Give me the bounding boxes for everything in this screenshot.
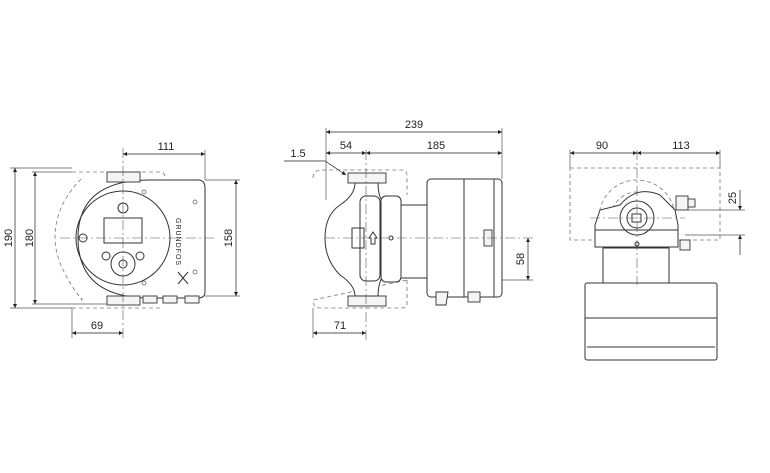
dim-71: 71 — [334, 320, 346, 332]
connector — [675, 195, 689, 211]
bottom-flange — [106, 295, 141, 306]
dim-113: 113 — [672, 140, 690, 152]
button-left — [101, 251, 111, 261]
dim-111: 111 — [158, 141, 175, 153]
dim-190: 190 — [3, 229, 15, 247]
dim-58: 58 — [515, 253, 527, 265]
bottom-flange — [347, 295, 387, 307]
pump-head — [594, 191, 679, 248]
top-view: 90 113 25 — [569, 140, 745, 361]
front-view: GRUNDFOS 190 180 158 111 69 — [3, 141, 240, 340]
side-view: 239 54 185 1.5 58 71 — [284, 119, 533, 340]
dim-158: 158 — [223, 229, 235, 247]
top-flange — [347, 172, 387, 184]
dim-180: 180 — [24, 229, 36, 247]
dim-1-5: 1.5 — [290, 148, 305, 160]
dim-54: 54 — [340, 140, 352, 152]
motor-box — [584, 282, 718, 361]
coupling-ring — [380, 195, 402, 283]
top-flange — [106, 171, 141, 183]
dim-90: 90 — [596, 140, 608, 152]
button-right — [135, 251, 145, 261]
dim-69: 69 — [91, 320, 103, 332]
dim-25: 25 — [727, 192, 739, 204]
motor-neck — [602, 247, 670, 285]
dim-185: 185 — [427, 140, 445, 152]
brand-x-mark — [177, 271, 189, 285]
dim-239: 239 — [405, 119, 423, 131]
motor-neck — [400, 204, 429, 279]
svg-text:GRUNDFOS: GRUNDFOS — [174, 218, 181, 266]
